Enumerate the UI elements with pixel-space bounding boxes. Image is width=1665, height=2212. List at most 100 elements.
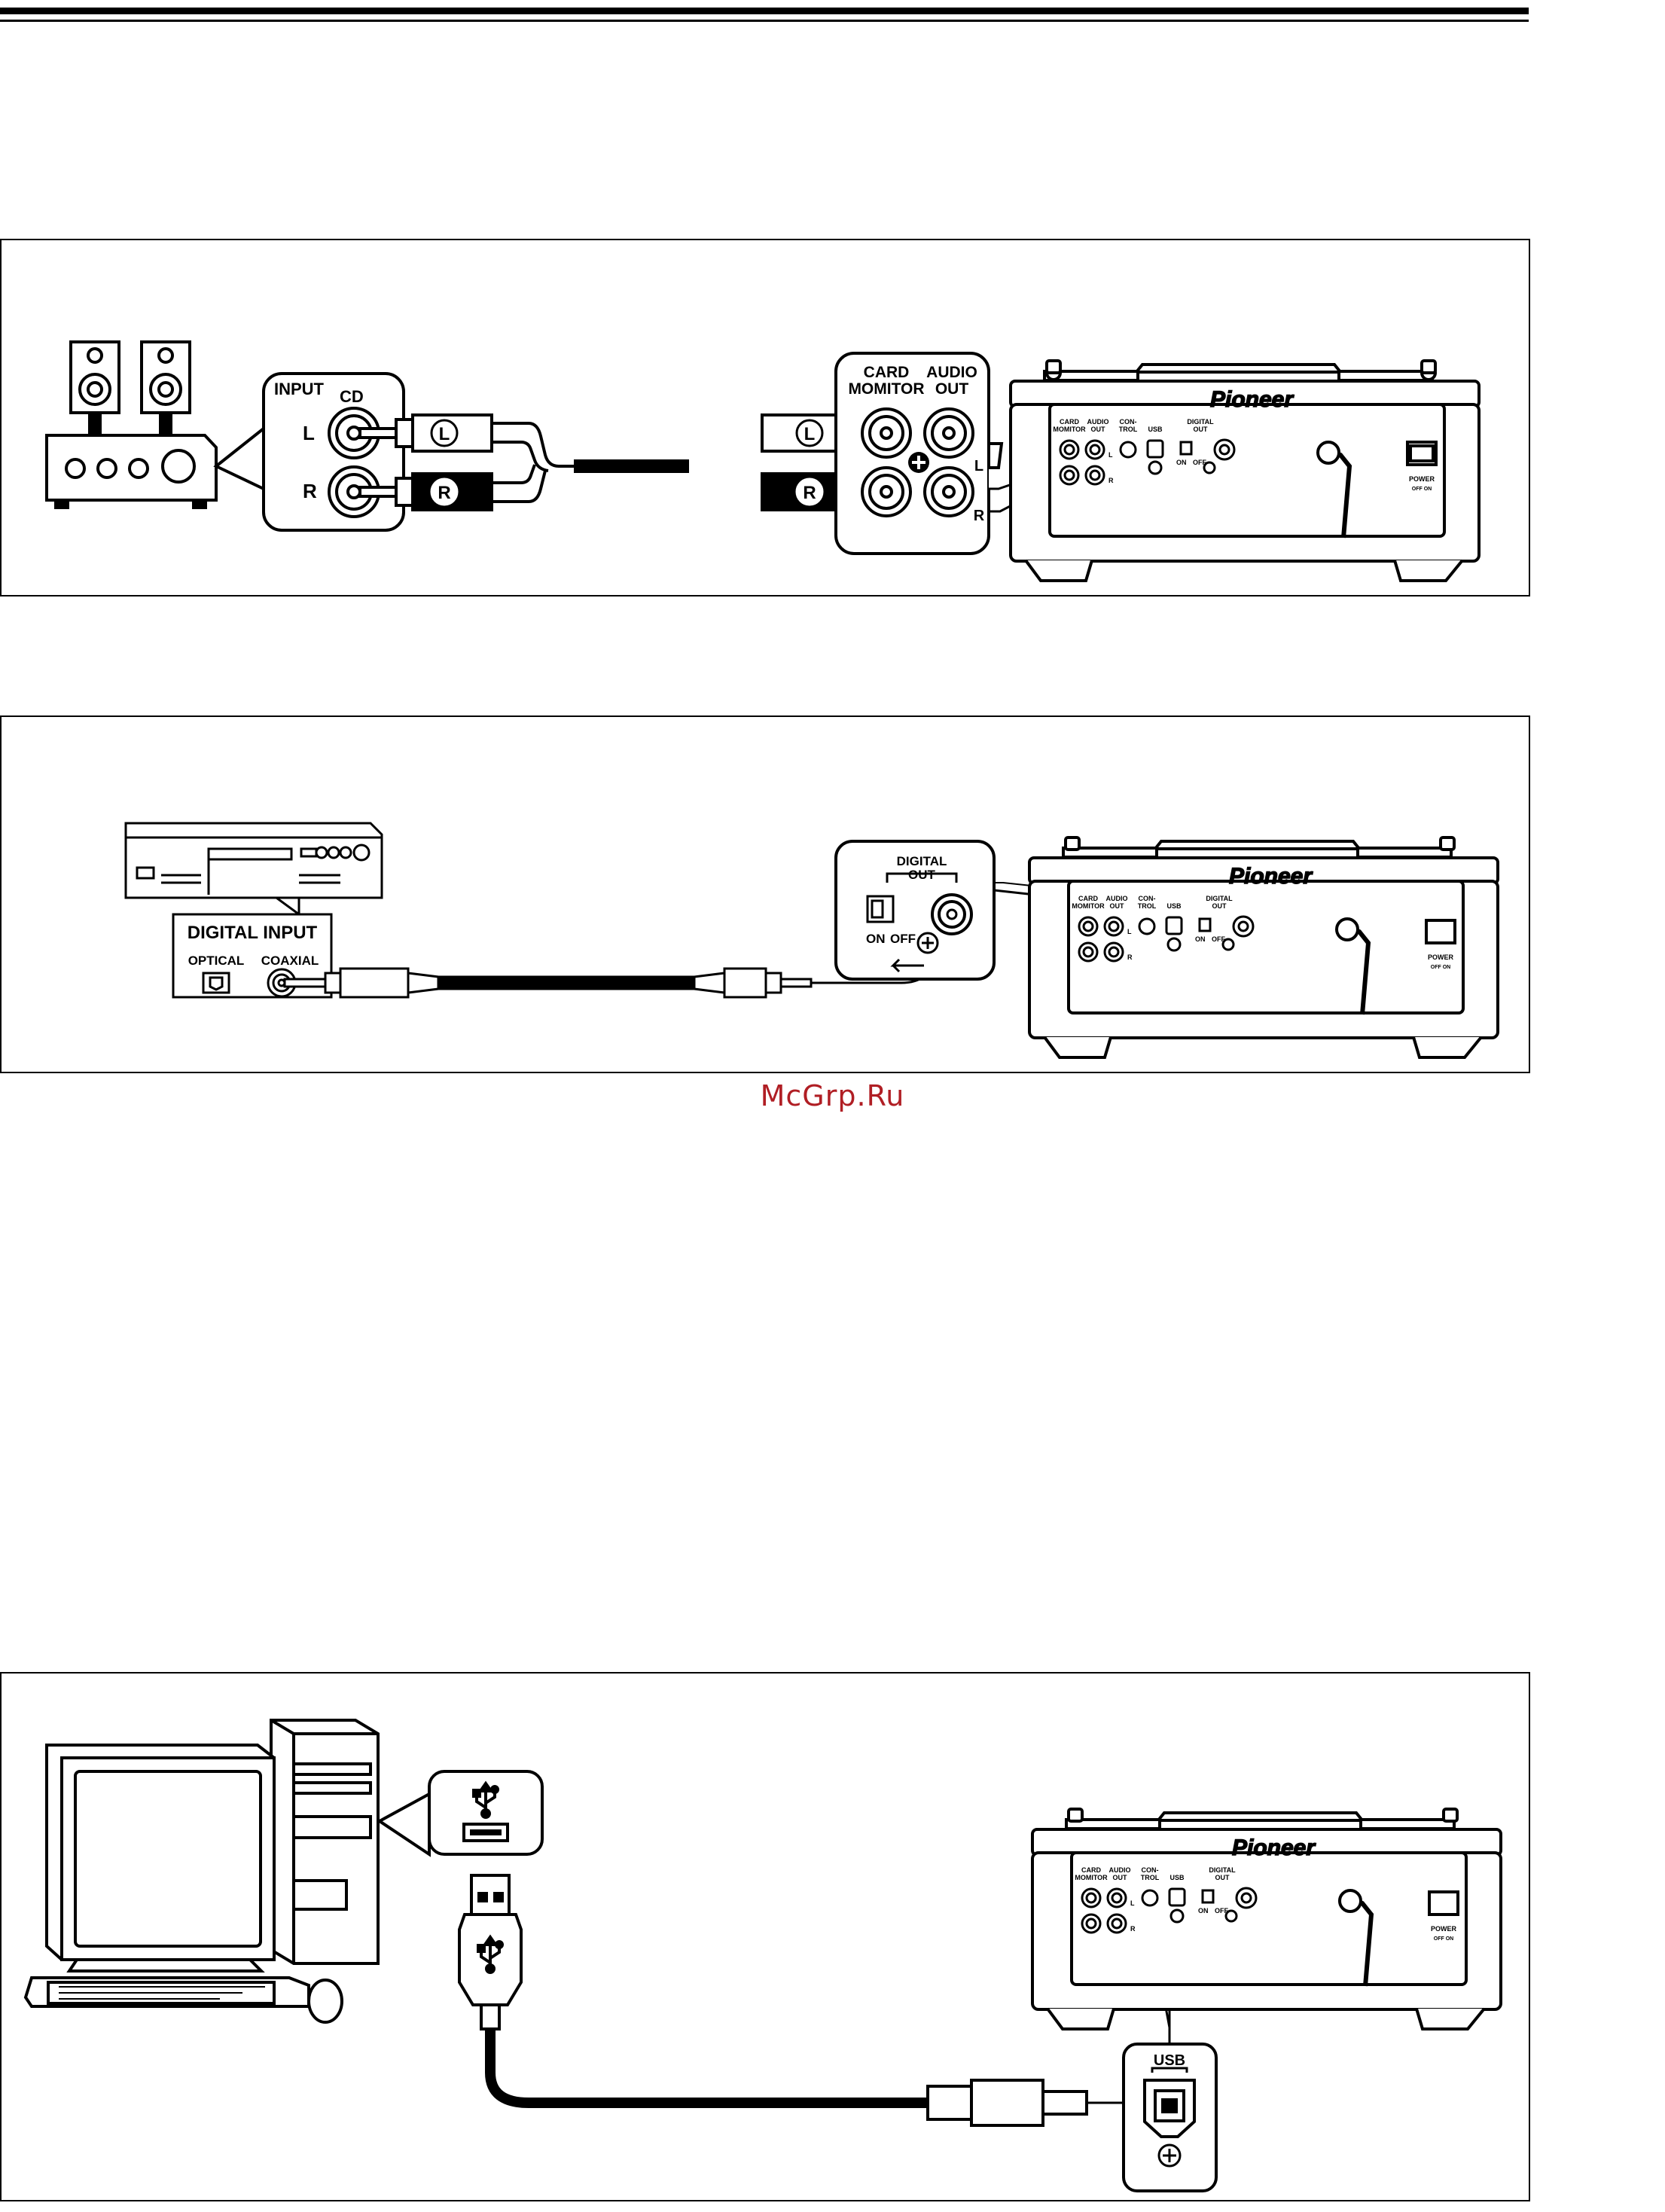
cd-label: CD — [340, 387, 364, 406]
digital-connection-diagram: DIGITAL INPUT OPTICAL COAXIAL DIGITAL OU… — [124, 822, 1499, 1059]
rca-jack-icon — [923, 407, 974, 459]
rca-jack-icon — [861, 466, 912, 517]
digital-out-switch — [866, 895, 895, 923]
input-label: INPUT — [274, 380, 325, 398]
rear-r-label: R — [1108, 477, 1114, 484]
rear-audio-label: AUDIO — [1109, 1866, 1131, 1874]
callout-pointer — [273, 896, 300, 917]
player-usb-callout: USB — [1122, 2043, 1218, 2192]
brand-logo: Pioneer — [1210, 387, 1294, 412]
rear-digital-label-2: OUT — [1194, 426, 1209, 433]
speaker-icon — [69, 340, 120, 437]
rear-card-label-2: MOMITOR — [1053, 426, 1086, 433]
coaxial-jack-icon — [931, 893, 973, 935]
amp-input-callout: INPUT CD L R — [262, 372, 405, 532]
rca-plug-icon — [358, 413, 493, 453]
rear-control-label: CON- — [1142, 1866, 1159, 1874]
rear-r-label: R — [1130, 1925, 1136, 1933]
plug-l-label: L — [804, 424, 816, 444]
rear-power-label: POWER — [1431, 1925, 1457, 1933]
amp-l-label: L — [303, 422, 315, 444]
rear-control-label-2: TROL — [1138, 902, 1157, 910]
digital-out-title-1: DIGITAL — [897, 854, 947, 868]
arrow-left-icon — [890, 958, 924, 973]
audio-out-label: AUDIO — [926, 364, 977, 381]
header-rule-thick — [0, 8, 1529, 14]
rear-off-label: OFF — [1193, 459, 1206, 466]
rear-off-label: OFF — [1215, 1907, 1228, 1915]
cd-player-icon: Pioneer CARD MOMITOR AUDIO OUT CON- TROL… — [1031, 1808, 1502, 2030]
rear-on-label: ON — [1198, 1907, 1209, 1915]
rear-power-label: POWER — [1428, 953, 1454, 961]
watermark: McGrp.Ru — [760, 1079, 905, 1112]
card-monitor-label-2: MOMITOR — [848, 380, 924, 398]
coaxial-label: COAXIAL — [261, 953, 319, 968]
plug-r-label: R — [438, 483, 450, 503]
amplifier-icon — [45, 434, 218, 509]
speaker-icon — [140, 340, 191, 437]
rear-control-label-2: TROL — [1141, 1874, 1160, 1881]
panel-digital-out-connection: DIGITAL INPUT OPTICAL COAXIAL DIGITAL OU… — [0, 715, 1530, 1073]
cd-player-icon: Pioneer CARD MOMITOR AUDIO OUT CON- TROL… — [1009, 359, 1481, 582]
rear-card-label-2: MOMITOR — [1072, 902, 1105, 910]
audio-connection-diagram: INPUT CD L R L R — [45, 340, 1481, 582]
rear-control-label-2: TROL — [1119, 426, 1138, 433]
amp-r-label: R — [303, 480, 317, 502]
callout-pointer — [377, 1791, 431, 1857]
computer-icon — [23, 1719, 380, 2024]
rear-usb-label: USB — [1169, 1874, 1185, 1881]
rear-audio-label-2: OUT — [1113, 1874, 1128, 1881]
usb-cable — [485, 2029, 928, 2108]
player-audio-callout: CARD MOMITOR AUDIO OUT L R — [834, 352, 990, 555]
audio-out-label-2: OUT — [935, 380, 969, 398]
card-monitor-label: CARD — [864, 364, 910, 381]
usb-b-plug-icon — [926, 2079, 1088, 2127]
computer-usb-callout — [428, 1770, 544, 1856]
usb-symbol-icon — [472, 1780, 499, 1819]
rear-power-label: POWER — [1409, 475, 1435, 483]
rear-usb-label: USB — [1148, 426, 1163, 433]
plug-r-label: R — [803, 483, 816, 503]
optical-jack-icon — [202, 972, 230, 994]
rear-power-states: OFF ON — [1431, 965, 1450, 970]
rear-digital-label-2: OUT — [1212, 902, 1227, 910]
rear-digital-label: DIGITAL — [1206, 895, 1233, 902]
player-l-label: L — [974, 458, 983, 474]
rear-usb-label: USB — [1166, 902, 1182, 910]
rear-card-label: CARD — [1078, 895, 1098, 902]
rear-control-label: CON- — [1120, 418, 1137, 426]
rca-jack-icon — [861, 407, 912, 459]
player-r-label: R — [974, 508, 985, 524]
brand-logo: Pioneer — [1232, 1835, 1316, 1860]
md-deck-icon — [124, 822, 383, 899]
rear-digital-label: DIGITAL — [1187, 418, 1214, 426]
switch-off-label: OFF — [890, 932, 916, 946]
usb-callout-label: USB — [1154, 2052, 1185, 2069]
callout-pointer — [213, 425, 265, 492]
rear-audio-label-2: OUT — [1110, 902, 1125, 910]
usb-b-port-icon — [1143, 2079, 1196, 2138]
digital-input-title: DIGITAL INPUT — [188, 923, 318, 943]
rear-power-states: OFF ON — [1412, 487, 1432, 492]
rear-audio-label: AUDIO — [1087, 418, 1109, 426]
cd-player-icon: Pioneer CARD MOMITOR AUDIO OUT CON- TROL… — [1028, 836, 1499, 1059]
switch-on-label: ON — [866, 932, 886, 946]
rear-r-label: R — [1127, 953, 1133, 961]
optical-label: OPTICAL — [188, 953, 245, 968]
coaxial-cable — [283, 967, 813, 999]
usb-connection-diagram: USB Pioneer CARD MOMITOR — [23, 1719, 1502, 2192]
digital-out-callout: DIGITAL OUT ON OFF — [834, 840, 996, 981]
rear-card-label: CARD — [1081, 1866, 1101, 1874]
rear-digital-label-2: OUT — [1215, 1874, 1230, 1881]
rear-card-label-2: MOMITOR — [1075, 1874, 1108, 1881]
rear-audio-label-2: OUT — [1091, 426, 1106, 433]
panel-audio-out-connection: INPUT CD L R L R — [0, 239, 1530, 596]
rear-l-label: L — [1127, 928, 1132, 935]
rear-off-label: OFF — [1212, 935, 1225, 943]
rear-card-label: CARD — [1060, 418, 1079, 426]
rear-l-label: L — [1130, 1899, 1135, 1907]
rear-digital-label: DIGITAL — [1209, 1866, 1236, 1874]
panel-usb-connection: USB Pioneer CARD MOMITOR — [0, 1672, 1530, 2201]
rear-on-label: ON — [1195, 935, 1206, 943]
plug-l-label: L — [439, 424, 450, 444]
